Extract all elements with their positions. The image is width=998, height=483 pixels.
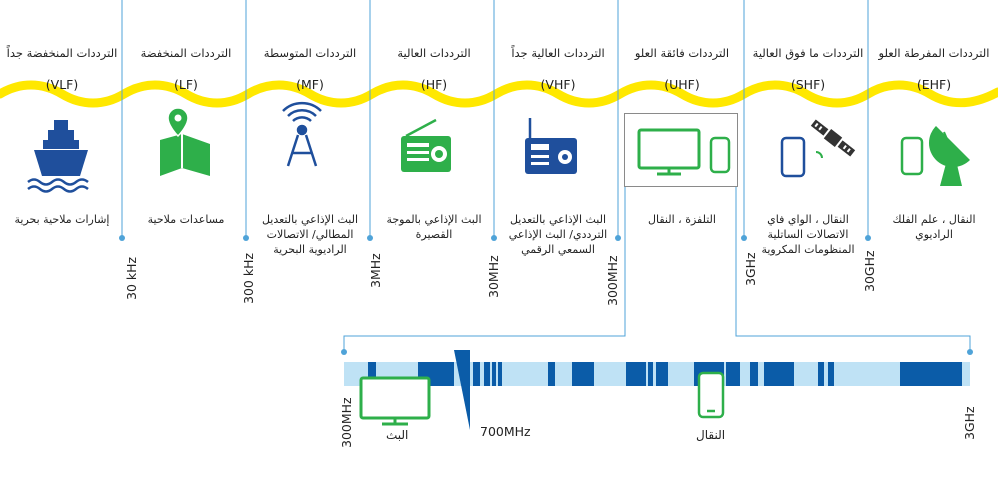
band-desc-uhf: التلفزة ، النقال [648, 213, 716, 226]
separator-dot [119, 235, 125, 241]
strip-allocation-block [484, 362, 490, 386]
band-title-vlf: الترددات المنخفضة جداً [6, 46, 118, 60]
strip-allocation-block [726, 362, 740, 386]
map-pin-icon [160, 107, 210, 176]
broadcast-label: البث [386, 428, 409, 442]
band-title-hf: الترددات العالية [397, 46, 471, 60]
strip-allocation-block [473, 362, 480, 386]
separator-dot [615, 235, 621, 241]
separator-dot [367, 235, 373, 241]
strip-allocation-block [626, 362, 646, 386]
satellite-phone-icon [780, 119, 856, 178]
strip-allocation-block [368, 362, 376, 386]
zoom-end-dot [341, 349, 347, 355]
boundary-label-300khz: 300 kHz [241, 252, 256, 304]
strip-allocation-block [548, 362, 555, 386]
radio-tower-icon [282, 101, 322, 167]
separator-dot [491, 235, 497, 241]
band-desc-shf: النقال ، الواي فاي الاتصالات الساتلية ال… [761, 213, 855, 256]
uhf-highlight-box [624, 113, 738, 187]
mobile-phone-icon [697, 371, 725, 419]
band-abbr-mf: (MF) [296, 77, 324, 92]
ship-icon [27, 120, 89, 193]
mobile-label: النقال [696, 428, 726, 442]
zoom-connector [343, 186, 971, 352]
separator-dot [243, 235, 249, 241]
strip-allocation-block [572, 362, 594, 386]
zoom-end-label: 3GHz [962, 406, 977, 440]
strip-allocation-block [648, 362, 653, 386]
band-desc-hf: البث الإذاعي بالموجة القصيرة [386, 213, 482, 241]
band-abbr-vlf: (VLF) [45, 77, 79, 92]
band-desc-vlf: إشارات ملاحية بحرية [14, 213, 110, 226]
band-abbr-lf: (LF) [174, 77, 198, 92]
radio-icon [401, 118, 451, 172]
separator-dot [865, 235, 871, 241]
uhf-allocation-strip [344, 350, 970, 430]
band-abbr-shf: (SHF) [790, 77, 826, 92]
boundary-label-30ghz: 30GHz [862, 250, 877, 292]
boundary-label-300mhz: 300MHz [605, 255, 620, 306]
boundary-label-30khz: 30 kHz [124, 256, 139, 300]
strip-allocation-block [492, 362, 496, 386]
zoom-end-dot [967, 349, 973, 355]
band-title-uhf: الترددات فائقة العلو [634, 46, 730, 60]
band-title-ehf: الترددات المفرطة العلو [878, 46, 990, 60]
band-desc-lf: مساعدات ملاحية [147, 213, 225, 226]
wave-band [0, 80, 998, 108]
strip-allocation-block [764, 362, 794, 386]
separator-dots [119, 235, 871, 241]
band-title-lf: الترددات المنخفضة [140, 46, 232, 60]
band-abbr-ehf: (EHF) [916, 77, 952, 92]
band-abbr-vhf: (VHF) [540, 77, 576, 92]
marker-700mhz-label: 700MHz [480, 424, 531, 439]
strip-allocation-block [900, 362, 962, 386]
zoom-connector-left [343, 186, 626, 352]
band-separators [121, 0, 869, 238]
boundary-label-3ghz: 3GHz [743, 252, 758, 286]
band-desc-vhf: البث الإذاعي بالتعديل الترددي/ البث الإذ… [508, 213, 608, 256]
band-abbr-uhf: (UHF) [664, 77, 700, 92]
boundary-label-3mhz: 3MHz [368, 253, 383, 288]
digital-radio-icon [525, 118, 577, 174]
zoom-start-label: 300MHz [339, 397, 354, 448]
band-title-mf: الترددات المتوسطة [263, 46, 357, 60]
band-desc-ehf: النقال ، علم الفلك الراديوي [892, 213, 976, 241]
band-title-vhf: الترددات العالية جداً [511, 46, 605, 60]
strip-allocation-block [498, 362, 502, 386]
band-title-shf: الترددات ما فوق العالية [752, 46, 864, 60]
strip-allocation-block [750, 362, 758, 386]
700mhz-wedge [454, 350, 470, 430]
tv-and-phone-icon [637, 128, 731, 176]
band-desc-mf: البث الإذاعي بالتعديل المطالي/ الاتصالات… [261, 213, 359, 256]
band-abbr-hf: (HF) [420, 77, 448, 92]
strip-allocation-block [818, 362, 824, 386]
strip-allocation-block [828, 362, 834, 386]
separator-dot [741, 235, 747, 241]
boundary-label-30mhz: 30MHz [486, 255, 501, 298]
strip-allocation-block [656, 362, 668, 386]
zoom-connector-right [735, 186, 971, 352]
broadcast-tv-icon [359, 376, 431, 426]
dish-phone-icon [900, 126, 970, 186]
